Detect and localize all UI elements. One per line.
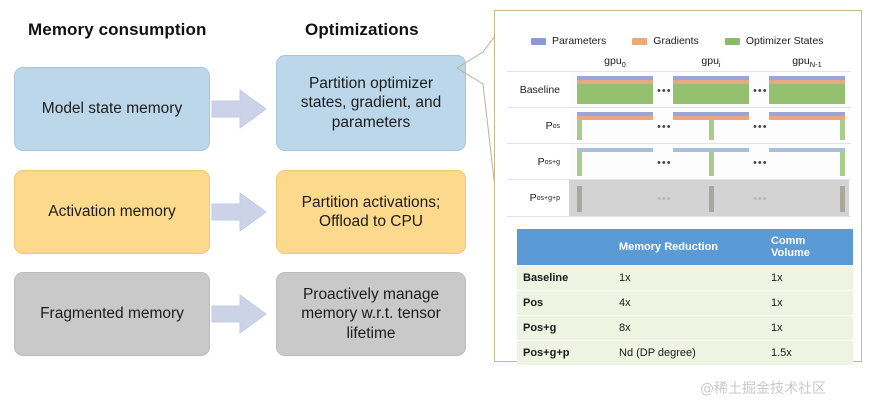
table-row: Pos+g+p Nd (DP degree) 1.5x: [517, 340, 853, 365]
box-fragmented-memory[interactable]: Fragmented memory: [14, 272, 210, 356]
chart-legend: Parameters Gradients Optimizer States: [531, 33, 851, 49]
cell-stage: Baseline: [517, 265, 613, 291]
chart-row-body-pos-g: ••• •••: [569, 144, 849, 180]
legend-item-optimizer-states: Optimizer States: [724, 35, 824, 47]
gpu-column-headers: gpu0 gpui gpuN-1: [569, 55, 849, 71]
bar-pos-gpu0: [577, 112, 653, 140]
legend-label-parameters: Parameters: [552, 35, 607, 47]
legend-label-optimizer-states: Optimizer States: [745, 35, 824, 47]
cell-stage: Pos+g: [517, 315, 613, 341]
chart-row-body-pos-g-p: ••• •••: [569, 180, 849, 216]
ellipsis-5: •••: [753, 157, 768, 169]
bar-posgp-gpun: [769, 184, 845, 212]
arrow-right-icon-3: [211, 294, 267, 334]
ellipsis-3: •••: [753, 121, 768, 133]
table-col-comm-volume: Comm Volume: [765, 229, 853, 266]
comparison-table: Memory Reduction Comm Volume Baseline 1x…: [517, 229, 853, 365]
ellipsis-1: •••: [753, 85, 768, 97]
gpu-label-i: gpui: [701, 55, 721, 70]
legend-swatch-parameters: [531, 37, 546, 45]
bar-baseline-gpun: [769, 76, 845, 104]
table-row: Pos 4x 1x: [517, 290, 853, 316]
column-heading-optimizations: Optimizations: [305, 20, 419, 39]
box-partition-activations[interactable]: Partition activations; Offload to CPU: [276, 170, 466, 254]
table-col-memory-reduction: Memory Reduction: [613, 229, 765, 266]
bar-pos-gpun: [769, 112, 845, 140]
table-row: Baseline 1x 1x: [517, 265, 853, 291]
cell-comm-volume: 1x: [765, 315, 853, 341]
bar-pos-gpui: [673, 112, 749, 140]
gpu-label-0: gpu0: [604, 55, 626, 70]
arrow-right-icon-1: [211, 89, 267, 129]
cell-memory-reduction: 8x: [613, 315, 765, 341]
watermark: @稀土掘金技术社区: [700, 381, 826, 397]
ellipsis-4: •••: [657, 157, 672, 169]
bar-posg-gpun: [769, 148, 845, 176]
cell-memory-reduction: 4x: [613, 290, 765, 316]
bar-baseline-gpu0: [577, 76, 653, 104]
bar-baseline-gpui: [673, 76, 749, 104]
cell-comm-volume: 1x: [765, 290, 853, 316]
gpu-partition-chart: gpu0 gpui gpuN-1 Baseline: [507, 55, 851, 217]
ellipsis-7: •••: [753, 193, 768, 205]
box-proactively-manage-memory[interactable]: Proactively manage memory w.r.t. tensor …: [276, 272, 466, 356]
legend-swatch-gradients: [632, 37, 648, 45]
gpu-label-n-1: gpuN-1: [792, 55, 822, 70]
bar-posgp-gpu0: [577, 184, 653, 212]
box-partition-optimizer-states[interactable]: Partition optimizer states, gradient, an…: [276, 55, 466, 151]
table-col-stage: [517, 229, 613, 266]
zero-detail-panel: Parameters Gradients Optimizer States gp…: [494, 10, 862, 365]
cell-stage: Pos+g+p: [517, 340, 613, 365]
box-activation-memory[interactable]: Activation memory: [14, 170, 210, 254]
ellipsis-0: •••: [657, 85, 672, 97]
box-model-state-memory[interactable]: Model state memory: [14, 67, 210, 151]
ellipsis-6: •••: [657, 193, 672, 205]
ellipsis-2: •••: [657, 121, 672, 133]
row-label-baseline: Baseline: [519, 84, 560, 96]
cell-comm-volume: 1.5x: [765, 340, 853, 365]
table-header-row: Memory Reduction Comm Volume: [517, 229, 853, 266]
legend-label-gradients: Gradients: [653, 35, 699, 47]
cell-stage: Pos: [517, 290, 613, 316]
cell-comm-volume: 1x: [765, 265, 853, 291]
column-heading-memory: Memory consumption: [28, 20, 207, 39]
callout-connector: [456, 11, 514, 189]
cell-memory-reduction: 1x: [613, 265, 765, 291]
bar-posg-gpu0: [577, 148, 653, 176]
legend-item-gradients: Gradients: [632, 35, 699, 47]
chart-row-baseline: Baseline ••• •••: [507, 71, 851, 108]
cell-memory-reduction: Nd (DP degree): [613, 340, 765, 365]
table-row: Pos+g 8x 1x: [517, 315, 853, 341]
bar-posgp-gpui: [673, 184, 749, 212]
bar-posg-gpui: [673, 148, 749, 176]
chart-row-body-baseline: ••• •••: [569, 72, 849, 108]
legend-item-parameters: Parameters: [531, 35, 606, 47]
legend-swatch-optimizer-states: [724, 37, 740, 45]
arrow-right-icon-2: [211, 192, 267, 232]
chart-row-body-pos: ••• •••: [569, 108, 849, 144]
